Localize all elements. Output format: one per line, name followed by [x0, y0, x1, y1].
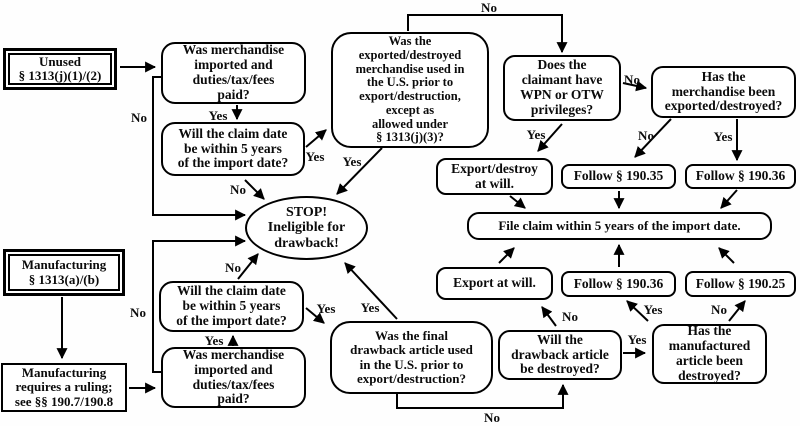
node-claim-date-top: Will the claim date be within 5 years of… [161, 122, 305, 176]
node-drawback-article-destroyed: Will the drawback article be destroyed? [498, 330, 622, 380]
edge-drawback-destroyed-no-export-at-will [541, 306, 557, 327]
edge-claim-date-bottom-no-stop [237, 253, 259, 280]
label-yes-wpn: Yes [526, 127, 546, 142]
label-no-drawback-destroyed: No [562, 309, 578, 324]
node-manufactured-article-destroyed: Has the manufactured article been destro… [652, 323, 767, 384]
node-manufacturing-header: Manufacturing § 1313(a)/(b) [8, 254, 120, 291]
edge-merch-paid-bottom-no-stop [152, 235, 247, 373]
node-export-at-will: Export at will. [436, 267, 553, 300]
node-follow-190-25: Follow § 190.25 [685, 271, 796, 297]
label-no-final-article: No [484, 410, 500, 425]
edge-final-article-no-drawback-destroyed [396, 383, 569, 409]
node-stop-ellipse: STOP! Ineligible for drawback! [245, 196, 368, 260]
edge-final-article-yes-stop [344, 262, 398, 320]
edge-merch-paid-no-stop [152, 76, 247, 221]
label-no-merch-exported: No [638, 128, 654, 143]
edge-mfg-destroyed-yes-19036 [626, 300, 649, 322]
node-follow-190-36-bottom: Follow § 190.36 [561, 271, 676, 297]
edge-exported-used-yes-stop [336, 147, 383, 195]
edge-19025-to-file-claim [718, 247, 735, 264]
node-merch-exported-destroyed: Has the merchandise been exported/destro… [651, 66, 796, 118]
node-manufacturing-ruling: Manufacturing requires a ruling; see §§ … [1, 363, 127, 412]
edge-export-at-will-to-file-claim [498, 247, 515, 264]
label-yes-merch-paid-bottom: Yes [204, 333, 224, 348]
label-yes-exported-used: Yes [342, 154, 362, 169]
edge-wpn-no-merch-exported [622, 80, 648, 92]
edge-merch-exported-no-19035 [634, 118, 672, 158]
label-no-merch-paid-bottom: No [130, 305, 146, 320]
label-yes-claim-date-top: Yes [305, 149, 325, 164]
label-no-claim-date-top: No [230, 182, 246, 197]
node-wpn-otw-privileges: Does the claimant have WPN or OTW privil… [503, 55, 621, 121]
edge-19036-top-to-file-claim [720, 189, 738, 209]
node-file-claim: File claim within 5 years of the import … [467, 212, 772, 240]
node-unused-header: Unused § 1313(j)(1)/(2) [8, 53, 112, 85]
node-was-merch-imported-top: Was merchandise imported and duties/tax/… [161, 42, 306, 104]
label-yes-merch-exported: Yes [713, 129, 733, 144]
label-no-claim-date-bottom: No [225, 260, 241, 275]
label-no-wpn: No [624, 72, 640, 87]
label-yes-merch-paid-top: Yes [208, 108, 228, 123]
label-yes-mfg-destroyed: Yes [643, 302, 663, 317]
node-follow-190-36-top: Follow § 190.36 [685, 164, 796, 189]
label-yes-claim-date-bottom: Yes [316, 301, 336, 316]
label-no-mfg-destroyed: No [711, 302, 727, 317]
edge-claim-date-no-stop [244, 179, 265, 200]
label-yes-final-article: Yes [360, 300, 380, 315]
node-claim-date-bottom: Will the claim date be within 5 years of… [159, 281, 304, 332]
node-exported-destroyed-used: Was the exported/destroyed merchandise u… [331, 32, 489, 148]
edge-wpn-yes-export-destroy [537, 123, 563, 152]
edge-claim-date-bottom-yes-final-article [305, 307, 325, 324]
node-follow-190-35: Follow § 190.35 [561, 164, 676, 189]
label-yes-drawback-destroyed: Yes [627, 332, 647, 347]
label-no-merch-paid-top: No [131, 110, 147, 125]
edge-mfg-destroyed-no-19025 [728, 300, 746, 322]
label-no-exported-used: No [481, 0, 497, 15]
edge-exported-used-no-wpn [407, 14, 568, 54]
edge-claim-date-yes-exported-used [305, 129, 327, 148]
edge-export-destroy-to-file-claim [509, 195, 526, 209]
node-was-merch-imported-bottom: Was merchandise imported and duties/tax/… [161, 347, 306, 408]
node-export-destroy-at-will: Export/destroy at will. [436, 158, 553, 195]
node-final-article-used: Was the final drawback article used in t… [330, 321, 493, 394]
